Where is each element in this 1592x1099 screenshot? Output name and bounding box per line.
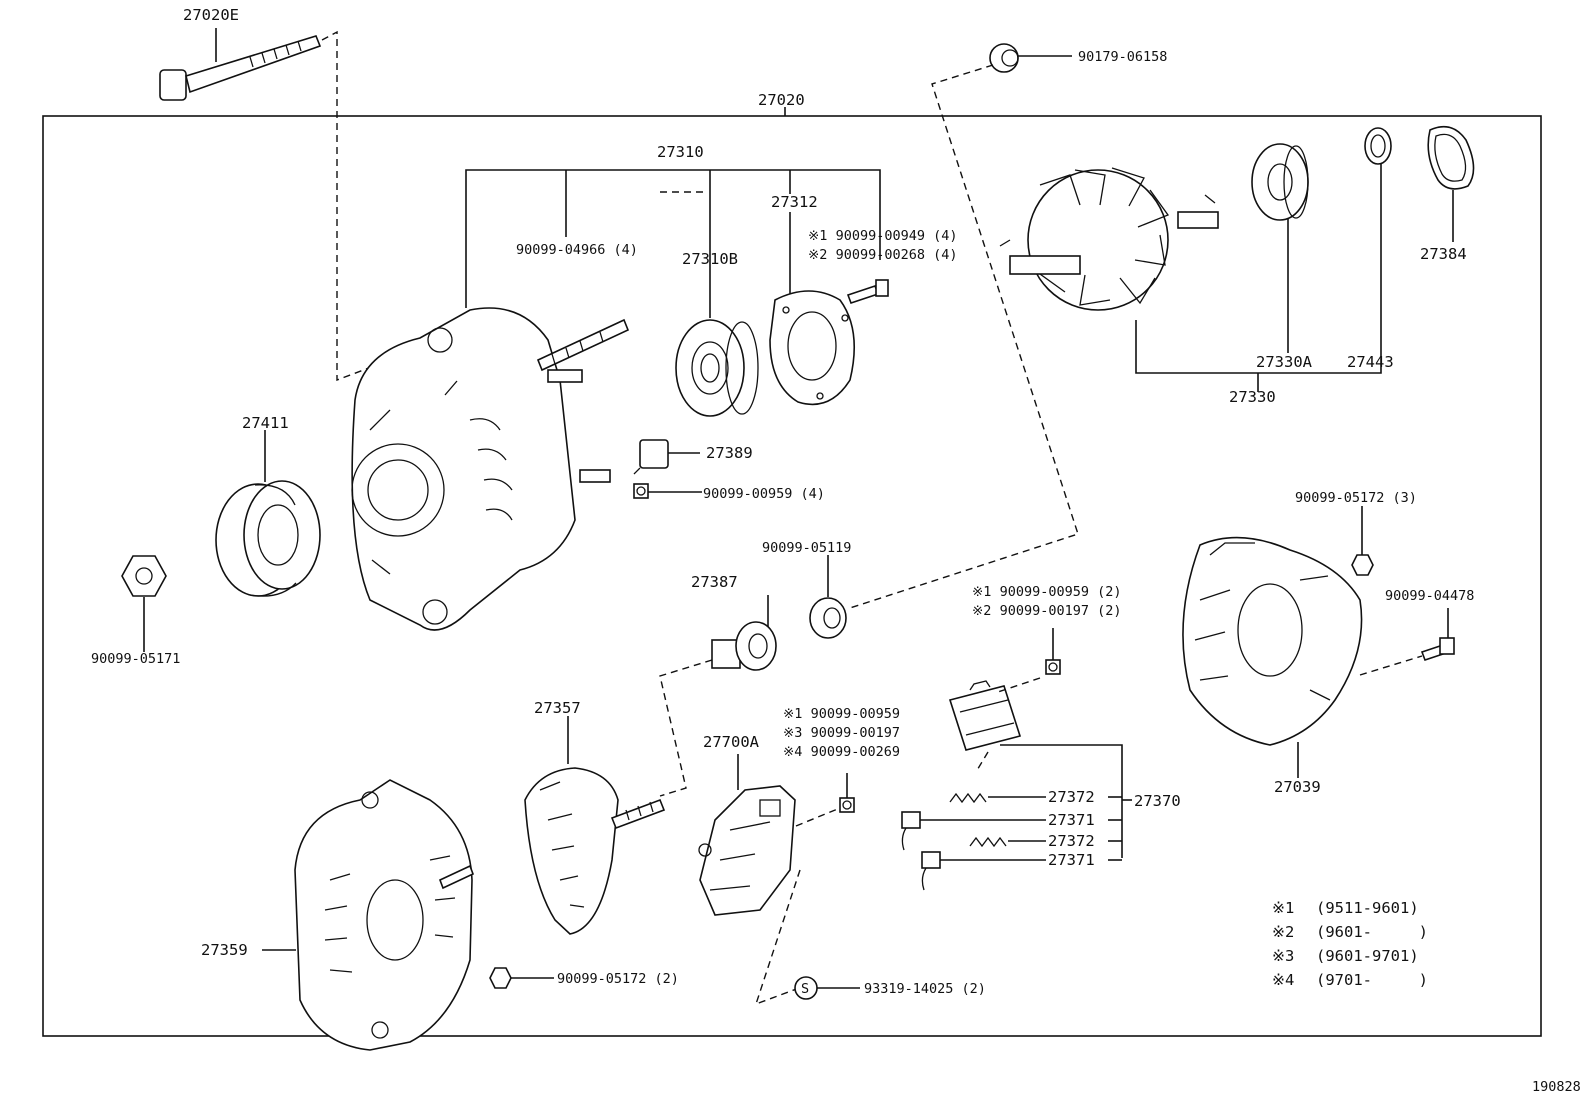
bearing-cover[interactable]: [1427, 125, 1475, 190]
pulley-nut[interactable]: [121, 555, 167, 597]
rear-cover-nut[interactable]: [1351, 554, 1374, 576]
drive-end-frame[interactable]: [351, 307, 611, 631]
label-27389: 27389: [706, 444, 753, 462]
label-27387: 27387: [691, 573, 738, 591]
bolt-dash: [321, 30, 391, 382]
legend-mark-2: ※2: [1272, 923, 1294, 941]
regulator[interactable]: [698, 785, 796, 916]
label-90099-00197-c: ※2 90099-00197 (2): [972, 603, 1121, 619]
label-27310B: 27310B: [682, 250, 738, 268]
assembly-frame: [42, 115, 1542, 1037]
label-27039: 27039: [1274, 778, 1321, 796]
s-mark-letter: S: [801, 981, 809, 997]
terminal-screw-a[interactable]: [633, 483, 649, 499]
label-27371-b: 27371: [1048, 851, 1095, 869]
rectifier[interactable]: [524, 767, 666, 935]
terminal-cap[interactable]: [809, 597, 847, 639]
bush-dash: [659, 659, 713, 797]
label-27330: 27330: [1229, 388, 1276, 406]
label-27384: 27384: [1420, 245, 1467, 263]
retainer-plate[interactable]: [769, 290, 855, 406]
label-90099-00949: ※1 90099-00949 (4): [808, 228, 957, 244]
label-90099-05172-a: 90099-05172 (3): [1295, 490, 1417, 506]
brush-b[interactable]: [921, 851, 941, 891]
holder-screw[interactable]: [1045, 659, 1061, 675]
label-90099-00959-c: ※1 90099-00959 (2): [972, 584, 1121, 600]
label-90099-00959-a: 90099-00959 (4): [703, 486, 825, 502]
plate-screw[interactable]: [846, 279, 889, 305]
label-93319-14025: 93319-14025 (2): [864, 981, 986, 997]
label-27443: 27443: [1347, 353, 1394, 371]
label-27370: 27370: [1134, 792, 1181, 810]
label-27411: 27411: [242, 414, 289, 432]
label-27020: 27020: [758, 91, 805, 109]
rear-bolt-dash: [1359, 655, 1423, 676]
label-27372-b: 27372: [1048, 832, 1095, 850]
rotor[interactable]: [999, 167, 1219, 311]
rotor-bearing[interactable]: [1251, 143, 1309, 221]
label-90099-00197-b: ※3 90099-00197: [783, 725, 900, 741]
pulley[interactable]: [215, 480, 321, 597]
legend: ※1 (9511-9601) ※2 (9601- ) ※3 (9601-9701…: [1272, 899, 1428, 989]
legend-range-3: (9601-9701): [1316, 947, 1419, 965]
label-27312: 27312: [771, 193, 818, 211]
frame-27310-bracket: [465, 169, 881, 308]
label-27020E: 27020E: [183, 6, 239, 24]
legend-range-4: (9701- ): [1316, 971, 1428, 989]
legend-mark-4: ※4: [1272, 971, 1294, 989]
label-27357: 27357: [534, 699, 581, 717]
label-90099-05172-b: 90099-05172 (2): [557, 971, 679, 987]
legend-mark-3: ※3: [1272, 947, 1294, 965]
label-27310: 27310: [657, 143, 704, 161]
label-90099-00268: ※2 90099-00268 (4): [808, 247, 957, 263]
label-27359: 27359: [201, 941, 248, 959]
legend-range-1: (9511-9601): [1316, 899, 1419, 917]
terminal-insulator[interactable]: [633, 439, 669, 475]
through-dash: [849, 64, 1079, 609]
brush-a[interactable]: [901, 811, 921, 851]
label-90099-00959-b: ※1 90099-00959: [783, 706, 900, 722]
stud-bolt[interactable]: [536, 318, 630, 372]
brush-holder[interactable]: [948, 680, 1022, 751]
bearing-27310B[interactable]: [675, 319, 759, 417]
label-27330A: 27330A: [1256, 353, 1313, 371]
label-90099-05171: 90099-05171: [91, 651, 180, 667]
brush-spring-a[interactable]: [949, 792, 987, 804]
label-90179-06158: 90179-06158: [1078, 49, 1167, 65]
terminal-bush[interactable]: [711, 621, 777, 671]
regulator-dash: [795, 807, 841, 827]
label-27371-a: 27371: [1048, 811, 1095, 829]
rear-end-cover[interactable]: [1182, 536, 1363, 746]
holder-dash: [997, 677, 1041, 693]
label-27700A: 27700A: [703, 733, 760, 751]
brush-spring-b[interactable]: [969, 836, 1007, 848]
legend-mark-1: ※1: [1272, 899, 1294, 917]
label-90099-04478: 90099-04478: [1385, 588, 1474, 604]
diagram-id: 190828: [1532, 1079, 1581, 1095]
holder-dash-lower: [975, 751, 989, 773]
rear-cover-bolt[interactable]: [1420, 637, 1455, 662]
end-frame-nut[interactable]: [489, 967, 512, 989]
label-90099-05119: 90099-05119: [762, 540, 851, 556]
rectifier-end-frame[interactable]: [294, 779, 475, 1051]
legend-range-2: (9601- ): [1316, 923, 1428, 941]
label-90099-04966: 90099-04966 (4): [516, 242, 638, 258]
regulator-screw[interactable]: [839, 797, 855, 813]
cap-nut-top[interactable]: [989, 43, 1019, 73]
long-bolt[interactable]: [159, 35, 322, 101]
spacer-washer[interactable]: [1364, 127, 1392, 165]
label-90099-00269: ※4 90099-00269: [783, 744, 900, 760]
label-27372-a: 27372: [1048, 788, 1095, 806]
